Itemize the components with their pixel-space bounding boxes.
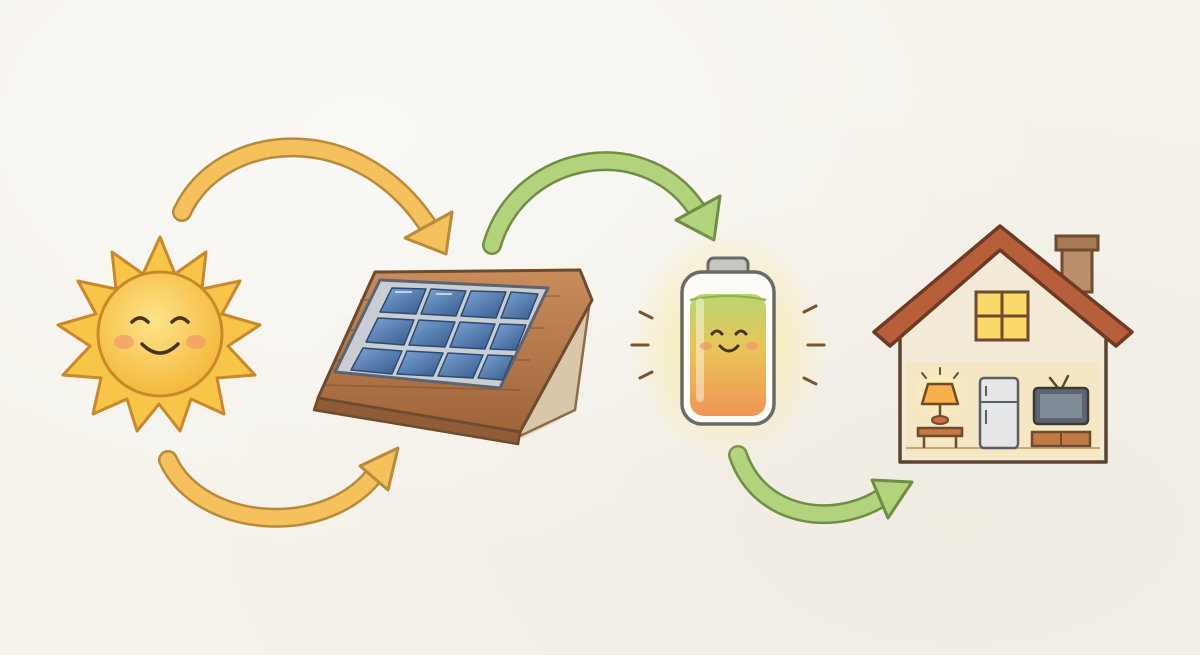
arrow-sun-to-panel-bottom [158,446,400,528]
sun-icon [56,235,262,433]
arrow-battery-to-house [728,445,914,525]
battery-icon [630,227,826,463]
house-icon [872,224,1134,464]
fridge-icon [978,376,1020,450]
arrow-sun-to-panel-top [172,137,454,256]
tv-icon [1030,374,1092,448]
solar-panel-icon [312,268,594,446]
arrow-panel-to-battery [482,151,722,255]
lamp-icon [914,366,966,448]
